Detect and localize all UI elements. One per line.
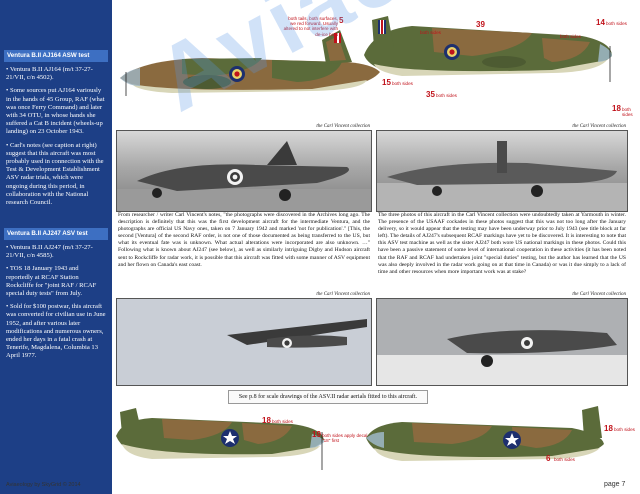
callout-label: both sides	[622, 107, 633, 118]
section2-text: • Ventura B.II AJ247 (m/t 37-27-21/VII, …	[6, 244, 106, 366]
callout-label: both sides	[614, 427, 635, 432]
callout-label: both sides	[606, 21, 627, 26]
callout-number: 19	[312, 430, 321, 439]
section1-bullet: • Some sources put AJ164 variously in th…	[6, 87, 105, 136]
photo-aircraft-illustration	[117, 141, 371, 211]
scale-drawing-note: See p.8 for scale drawings of the ASV.II…	[228, 390, 428, 404]
callout-number: 18	[262, 416, 271, 425]
photo-credit: the Carl Vincent collection	[572, 292, 626, 297]
section1-text: • Ventura B.II AJ164 (m/t 37-27-21/VII, …	[6, 66, 106, 212]
callout-label: both sides	[420, 30, 441, 35]
photo-ventura-flight	[116, 298, 372, 386]
callout-number: 18	[604, 424, 613, 433]
section1-bullet: • Carl's notes (see caption at right) su…	[6, 141, 104, 207]
caption-right: The three photos of this aircraft in the…	[378, 212, 626, 275]
photo-aircraft-illustration	[377, 299, 627, 385]
section1-heading: Ventura B.II AJ164 ASW test	[4, 50, 108, 62]
aircraft-side-profile-bottom-right	[366, 406, 604, 461]
section2-bullet: • Ventura B.II AJ247 (m/t 37-27-21/VII, …	[6, 244, 93, 260]
aircraft-side-profile-right	[364, 16, 612, 82]
top-profiles-svg	[120, 16, 612, 96]
photo-aircraft-illustration	[117, 299, 371, 385]
bottom-profiles-svg	[116, 406, 604, 470]
photo-ventura-aj247	[376, 130, 628, 212]
callout-label: both sides	[560, 34, 581, 39]
photo-ventura-snow	[376, 298, 628, 386]
sidebar	[0, 0, 112, 494]
section2-bullet: • Sold for $100 postwar, this aircraft w…	[6, 303, 106, 360]
callout-label: both sides apply decal "18" first	[322, 433, 368, 444]
section2-bullet: • TOS 18 January 1943 and reportedly at …	[6, 265, 97, 298]
aircraft-side-profile-bottom-left	[116, 408, 324, 470]
photo-credit: the Carl Vincent collection	[572, 124, 626, 129]
callout-number: 14	[596, 18, 605, 27]
callout-label: both sides	[392, 81, 413, 86]
section1-bullet: • Ventura B.II AJ164 (m/t 37-27-21/VII, …	[6, 66, 93, 82]
photo-credit: the Carl Vincent collection	[316, 292, 370, 297]
callout-number: 35	[426, 90, 435, 99]
callout-label: both tails, both surfaces, we red forwar…	[283, 16, 338, 37]
aircraft-side-profile	[120, 30, 380, 96]
callout-label: both sides	[272, 419, 293, 424]
caption-left: From researcher / writer Carl Vincent's …	[118, 212, 370, 268]
callout-number: 6	[546, 454, 551, 463]
callout-label: both sides	[554, 457, 575, 462]
photo-aircraft-illustration	[377, 141, 627, 211]
callout-number: 18	[612, 104, 621, 113]
callout-label: both sides	[436, 93, 457, 98]
callout-number: 39	[476, 20, 485, 29]
page-number: page 7	[604, 481, 626, 488]
callout-number: 15	[382, 78, 391, 87]
callout-number: 5	[339, 16, 344, 25]
photo-ventura-aj164	[116, 130, 372, 212]
photo-credit: the Carl Vincent collection	[316, 124, 370, 129]
footer-copyright: Aviaeology by SkyGrid © 2014	[6, 482, 81, 488]
section2-heading: Ventura B.II AJ247 ASV test	[4, 228, 108, 240]
